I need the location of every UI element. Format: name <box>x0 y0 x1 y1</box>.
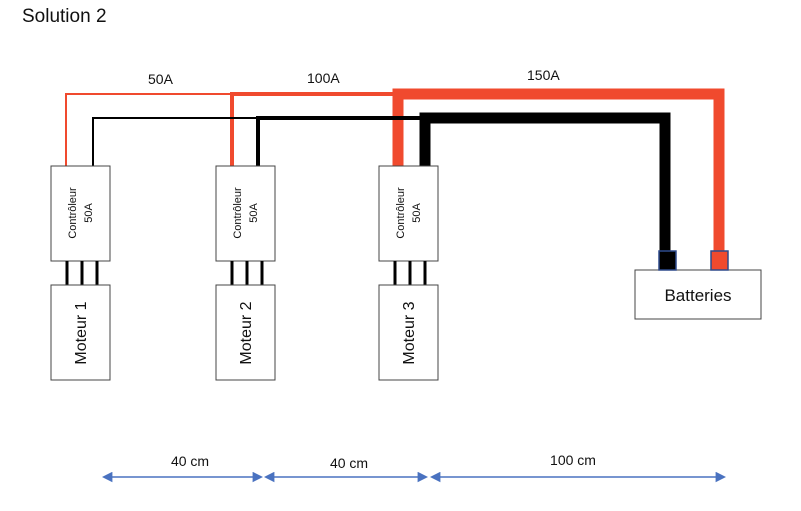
negative-wire-1 <box>92 117 258 166</box>
controller-motor-group-2: Contrôleur 50A Moteur 2 <box>215 165 276 381</box>
battery-group: Batteries <box>634 250 762 320</box>
controller-2 <box>215 165 276 262</box>
battery-label: Batteries <box>664 286 731 305</box>
controller-2-label: Contrôleur <box>232 187 244 239</box>
controller-1 <box>50 165 111 262</box>
current-label-3: 150A <box>527 67 560 83</box>
battery-negative-terminal <box>658 250 677 271</box>
battery-positive-terminal <box>710 250 729 271</box>
controller-2-rating: 50A <box>248 203 260 223</box>
motor-1 <box>50 284 111 381</box>
positive-wires <box>65 88 725 252</box>
controller-1-label: Contrôleur <box>67 187 79 239</box>
motor-3-label: Moteur 3 <box>401 301 418 364</box>
negative-wires <box>92 112 671 252</box>
battery-box <box>634 269 762 320</box>
motor-2-label: Moteur 2 <box>238 301 255 364</box>
controller-motor-group-3: Contrôleur 50A Moteur 3 <box>378 165 439 381</box>
motor-1-label: Moteur 1 <box>73 301 90 364</box>
positive-wire-1 <box>65 93 232 166</box>
controller-motor-group-1: Contrôleur 50A Moteur 1 <box>50 165 111 381</box>
distance-label-1: 40 cm <box>171 453 209 469</box>
controller-3-rating: 50A <box>411 203 423 223</box>
current-label-1: 50A <box>148 71 174 87</box>
controller-1-rating: 50A <box>83 203 95 223</box>
distance-label-2: 40 cm <box>330 455 368 471</box>
page-title: Solution 2 <box>22 6 107 27</box>
motor-3 <box>378 284 439 381</box>
current-label-2: 100A <box>307 70 340 86</box>
distance-arrows: 40 cm 40 cm 100 cm <box>101 452 727 483</box>
motor-2 <box>215 284 276 381</box>
negative-wire-3 <box>419 112 671 252</box>
controller-3 <box>378 165 439 262</box>
distance-label-3: 100 cm <box>550 452 596 468</box>
controller-3-label: Contrôleur <box>395 187 407 239</box>
